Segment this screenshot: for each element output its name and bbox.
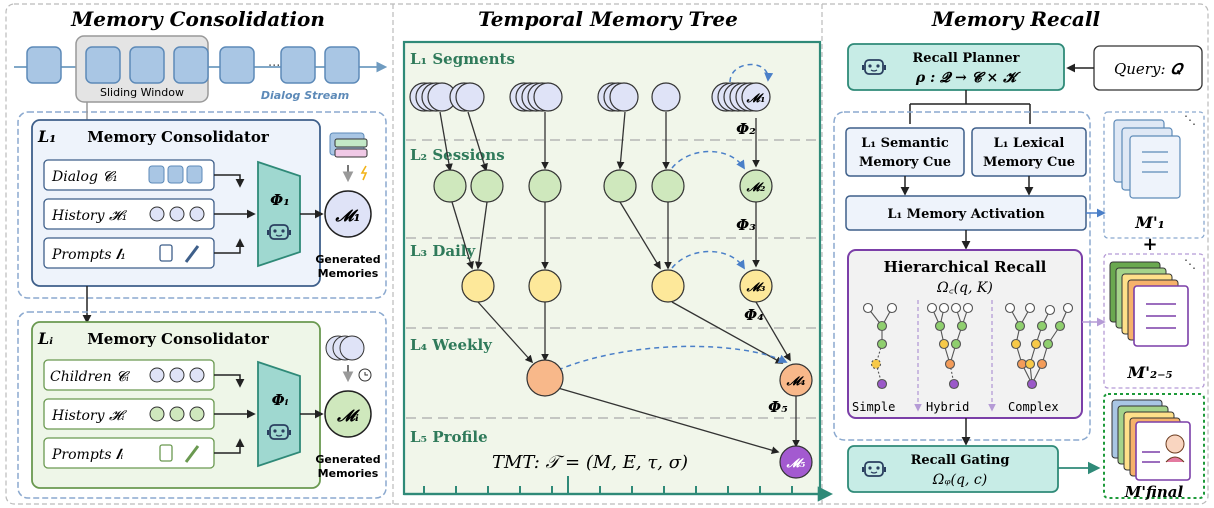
profile-node: [779, 445, 813, 479]
dialog-stream-label: Dialog Stream: [261, 89, 349, 102]
svg-text:Memory Cue: Memory Cue: [859, 155, 951, 170]
weekly-memory-node: [779, 363, 813, 397]
svg-text:Φ₃: Φ₃: [736, 216, 756, 234]
session-nodes: [433, 169, 773, 203]
daily-nodes: [461, 269, 773, 303]
svg-text:Generated: Generated: [315, 253, 380, 266]
svg-text:𝓜₂: 𝓜₂: [746, 180, 766, 194]
svg-text:Prompts 𝑰ᵢ: Prompts 𝑰ᵢ: [51, 447, 123, 463]
svg-text:Lᵢ: Lᵢ: [37, 329, 53, 348]
mode-simple: Simple: [852, 400, 895, 414]
svg-text:L₁ Semantic: L₁ Semantic: [861, 136, 949, 151]
recall-planner: [847, 43, 1065, 91]
svg-text:Dialog 𝓒₁: Dialog 𝓒₁: [51, 169, 118, 185]
li-history-row: History 𝓗ᵢ: [43, 398, 215, 430]
svg-text:𝓜₁: 𝓜₁: [746, 91, 766, 105]
document-icon: [159, 444, 173, 462]
final-document-stack: [1111, 399, 1191, 481]
mode-hybrid: Hybrid: [926, 400, 969, 414]
level-sessions-label: L₂ Sessions: [410, 146, 505, 164]
final-output-label: M'final: [1124, 483, 1184, 501]
person-icon: [1165, 434, 1185, 454]
li-memory-node: [324, 390, 372, 438]
l1-history-row: History 𝓗₁: [43, 198, 215, 230]
svg-text:History 𝓗₁: History 𝓗₁: [51, 208, 127, 224]
mode-complex: Complex: [1008, 400, 1059, 414]
svg-text:Query: 𝑸: Query: 𝑸: [1114, 60, 1184, 78]
hybrid-tree: [926, 302, 974, 390]
svg-text:ρ : 𝓠 → 𝓒 × 𝓚: ρ : 𝓠 → 𝓒 × 𝓚: [915, 70, 1021, 86]
level-daily-label: L₃ Daily: [410, 242, 476, 260]
level-segments-label: L₁ Segments: [410, 50, 515, 68]
svg-text:Φ₁: Φ₁: [270, 191, 290, 209]
svg-text:Φ₂: Φ₂: [736, 120, 756, 138]
tmt-formula: TMT: 𝒯 = (M, E, τ, σ): [492, 452, 688, 473]
recall-title: Memory Recall: [931, 7, 1101, 31]
l1-memory-node: [324, 190, 372, 238]
pen-icon: [184, 445, 200, 463]
svg-text:Recall Planner: Recall Planner: [913, 51, 1020, 66]
svg-text:Hierarchical Recall: Hierarchical Recall: [884, 258, 1047, 276]
svg-text:L₁ Lexical: L₁ Lexical: [994, 136, 1065, 151]
svg-text:Memory Cue: Memory Cue: [983, 155, 1075, 170]
weekly-node: [526, 359, 564, 397]
l1-phi-module: [257, 160, 301, 268]
document-icon: [159, 244, 173, 262]
svg-text:+: +: [1142, 234, 1157, 255]
li-children-row: Children 𝓒ᵢ: [43, 359, 215, 391]
svg-text:History 𝓗ᵢ: History 𝓗ᵢ: [51, 408, 127, 424]
m25-output-label: M'₂₋₅: [1126, 363, 1172, 382]
memory-clock-icon: [325, 335, 372, 383]
svg-text:Recall Gating: Recall Gating: [911, 453, 1010, 468]
svg-text:⋱: ⋱: [1184, 113, 1196, 127]
svg-text:Φᵢ: Φᵢ: [272, 391, 289, 409]
complex-tree: [1004, 302, 1074, 390]
recall-gating: [847, 445, 1059, 493]
sliding-window-label: Sliding Window: [100, 86, 184, 99]
segment-nodes: [409, 82, 771, 112]
l1-title: Memory Consolidator: [87, 128, 270, 146]
svg-text:Φ₅: Φ₅: [768, 398, 788, 416]
memory-stack-icon: [329, 132, 368, 183]
level-profile-label: L₅ Profile: [410, 428, 488, 446]
level-weekly-label: L₄ Weekly: [410, 336, 493, 354]
pen-icon: [184, 245, 200, 263]
tree-title: Temporal Memory Tree: [478, 7, 738, 31]
outer-frame: [5, 3, 1209, 505]
svg-text:𝓜₅: 𝓜₅: [786, 456, 806, 470]
li-phi-module: [257, 360, 301, 468]
svg-text:Generated: Generated: [315, 453, 380, 466]
svg-text:𝓜₁: 𝓜₁: [335, 206, 361, 225]
svg-text:𝓜₄: 𝓜₄: [786, 374, 806, 388]
svg-text:Ω꜀(q, K): Ω꜀(q, K): [936, 280, 993, 296]
svg-text:···: ···: [268, 59, 280, 74]
time-axis-ticks: [423, 476, 793, 494]
svg-text:Memories: Memories: [318, 267, 379, 280]
svg-text:Ωᵩ(q, c): Ωᵩ(q, c): [932, 472, 987, 488]
consolidation-title: Memory Consolidation: [70, 7, 325, 31]
svg-text:Φ₄: Φ₄: [744, 306, 764, 324]
svg-text:Children 𝓒ᵢ: Children 𝓒ᵢ: [50, 369, 130, 385]
m1-document-stack: [1113, 119, 1181, 199]
li-prompts-row: Prompts 𝑰ᵢ: [43, 437, 215, 469]
l1-prompts-row: Prompts 𝑰₁: [43, 237, 215, 269]
li-title: Memory Consolidator: [87, 330, 270, 348]
svg-text:Prompts 𝑰₁: Prompts 𝑰₁: [51, 247, 126, 263]
svg-text:Memories: Memories: [318, 467, 379, 480]
hierarchical-recall: [847, 249, 1083, 419]
l1-dialog-row: Dialog 𝓒₁: [43, 159, 215, 191]
svg-text:⋱: ⋱: [1184, 257, 1196, 271]
svg-text:L₁: L₁: [37, 127, 56, 146]
m25-document-stack: [1109, 261, 1189, 347]
svg-text:𝓜ᵢ: 𝓜ᵢ: [336, 406, 360, 425]
simple-tree: [862, 302, 898, 390]
m1-output-label: M'₁: [1134, 213, 1165, 232]
stream-blocks: [26, 46, 360, 84]
svg-text:L₁ Memory Activation: L₁ Memory Activation: [887, 207, 1045, 222]
svg-text:𝓜₃: 𝓜₃: [746, 280, 766, 294]
